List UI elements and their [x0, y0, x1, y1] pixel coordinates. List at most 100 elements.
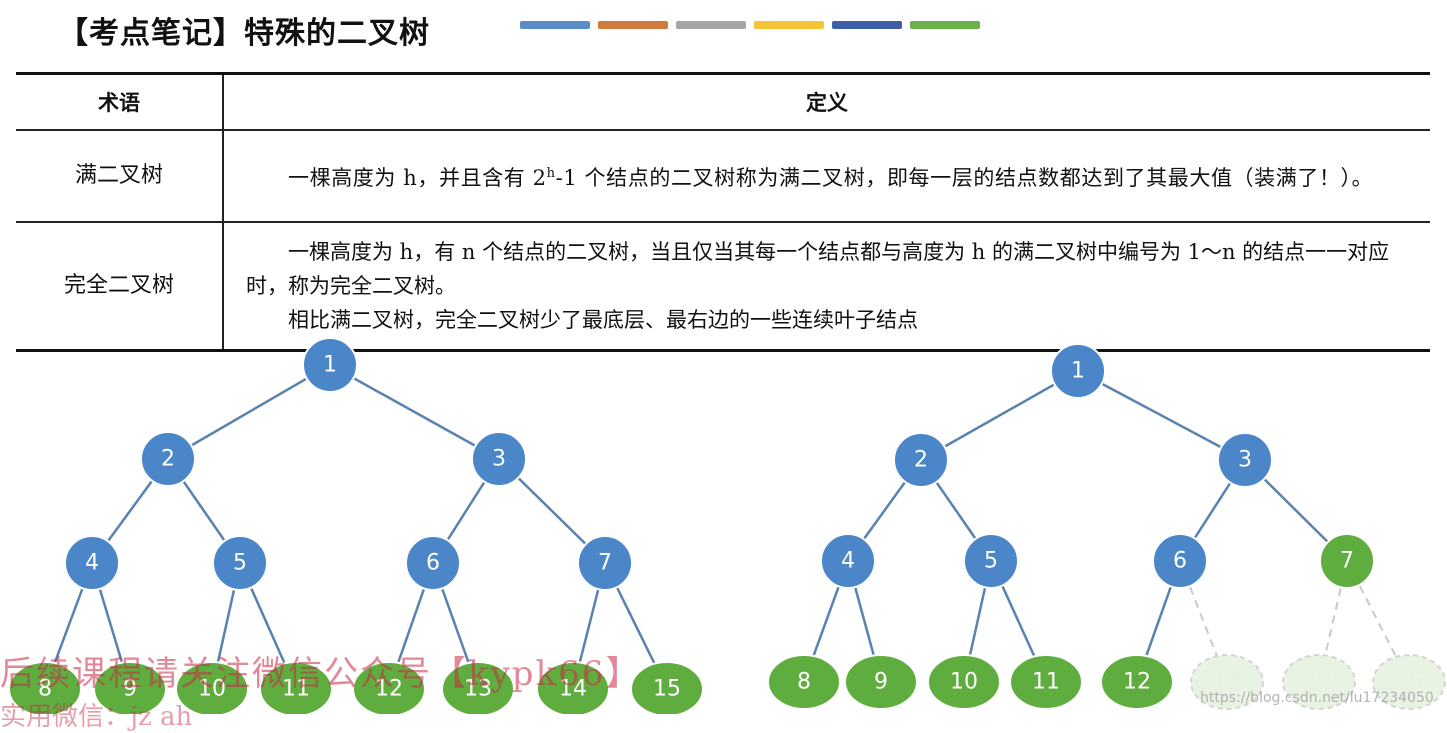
node-circle [175, 661, 249, 714]
full-tree-node-5: 5 [212, 535, 268, 591]
node-circle [1100, 654, 1174, 710]
table-row-complete-binary-tree: 完全二叉树 一棵高度为 h，有 n 个结点的二叉树，当且仅当其每一个结点都与高度… [16, 222, 1430, 352]
complete-tree-node-3: 3 [1217, 432, 1273, 488]
complete-tree-edge-1-3 [1077, 369, 1246, 462]
node-circle [1372, 654, 1446, 710]
node-label: 8 [797, 670, 811, 695]
complete-tree-node-2: 2 [893, 432, 949, 488]
full-tree-node-14: 14 [536, 661, 610, 714]
color-bar-4 [754, 21, 824, 29]
complete-tree-node-8: 8 [767, 654, 841, 710]
node-circle [212, 535, 268, 591]
definition-complete-binary-tree: 一棵高度为 h，有 n 个结点的二叉树，当且仅当其每一个结点都与高度为 h 的满… [223, 222, 1430, 352]
node-label: 11 [282, 677, 310, 702]
node-label: 7 [598, 551, 612, 576]
node-label: 13 [464, 677, 492, 702]
full-tree-node-4: 4 [64, 535, 120, 591]
node-label: 9 [123, 677, 137, 702]
node-label: 13 [1213, 670, 1241, 695]
node-label: 2 [161, 447, 175, 472]
node-circle [441, 661, 515, 714]
column-header-definition: 定义 [223, 73, 1430, 131]
node-circle [844, 654, 918, 710]
full-tree-node-12: 12 [352, 661, 426, 714]
color-bar-6 [910, 21, 980, 29]
node-circle [577, 535, 633, 591]
def-text-start: 一棵高度为 h，并且含有 2 [288, 166, 547, 190]
complete-tree-node-9: 9 [844, 654, 918, 710]
complete-tree-node-14: 14 [1282, 654, 1356, 710]
definition-table: 术语 定义 满二叉树 一棵高度为 h，并且含有 2h-1 个结点的二叉树称为满二… [16, 72, 1430, 352]
node-circle [1190, 654, 1264, 710]
node-label: 6 [1173, 549, 1187, 574]
complete-tree-node-13: 13 [1190, 654, 1264, 710]
node-circle [536, 661, 610, 714]
node-circle [1319, 533, 1375, 589]
node-label: 5 [233, 551, 247, 576]
table-row-full-binary-tree: 满二叉树 一棵高度为 h，并且含有 2h-1 个结点的二叉树称为满二叉树，即每一… [16, 130, 1430, 223]
full-tree-node-3: 3 [471, 431, 527, 487]
node-circle [927, 654, 1001, 710]
complete-tree-node-6: 6 [1152, 533, 1208, 589]
complete-tree-edge-1-2 [920, 369, 1079, 462]
color-bar-3 [676, 21, 746, 29]
node-label: 14 [559, 677, 587, 702]
watermark-text: 后续课程请关注微信公众号【kypk66】 [0, 654, 642, 694]
node-circle [352, 661, 426, 714]
full-tree-edge-1-3 [329, 363, 500, 461]
complete-tree-node-15: 15 [1372, 654, 1446, 710]
node-circle [630, 661, 704, 714]
node-label: 12 [1123, 670, 1151, 695]
node-circle [302, 337, 358, 393]
node-label: 6 [426, 551, 440, 576]
watermark-text-line2: 实用微信：jz ah [0, 702, 193, 732]
node-circle [64, 535, 120, 591]
full-tree-node-6: 6 [405, 535, 461, 591]
def-exponent: h [546, 166, 556, 181]
complete-tree-node-1: 1 [1050, 343, 1106, 399]
node-label: 11 [1032, 670, 1060, 695]
node-label: 4 [85, 551, 99, 576]
complete-tree-node-10: 10 [927, 654, 1001, 710]
node-label: 1 [1071, 359, 1085, 384]
node-label: 8 [38, 677, 52, 702]
def-text-end: -1 个结点的二叉树称为满二叉树，即每一层的结点数都达到了其最大值（装满了！）。 [555, 166, 1374, 190]
node-label: 3 [492, 447, 506, 472]
node-circle [767, 654, 841, 710]
node-label: 15 [653, 677, 681, 702]
node-circle [1152, 533, 1208, 589]
full-tree-node-8: 8 [8, 661, 82, 714]
node-circle [93, 661, 167, 714]
node-circle [963, 533, 1019, 589]
node-circle [820, 533, 876, 589]
node-label: 10 [950, 670, 978, 695]
node-label: 10 [198, 677, 226, 702]
color-bar-strip [520, 21, 980, 29]
complete-tree-node-12: 12 [1100, 654, 1174, 710]
node-label: 14 [1305, 670, 1333, 695]
definition-full-binary-tree: 一棵高度为 h，并且含有 2h-1 个结点的二叉树称为满二叉树，即每一层的结点数… [223, 130, 1430, 223]
node-label: 9 [874, 670, 888, 695]
source-credit: https://blog.csdn.net/lu17234050 [1200, 690, 1434, 706]
node-circle [259, 661, 333, 714]
term-full-binary-tree: 满二叉树 [16, 130, 224, 223]
node-circle [140, 431, 196, 487]
node-circle [1217, 432, 1273, 488]
table-header-row: 术语 定义 [16, 73, 1430, 131]
node-circle [8, 661, 82, 714]
full-tree-node-2: 2 [140, 431, 196, 487]
color-bar-2 [598, 21, 668, 29]
page-title: 【考点笔记】特殊的二叉树 [58, 16, 430, 51]
column-header-term: 术语 [16, 73, 224, 131]
full-tree-node-11: 11 [259, 661, 333, 714]
node-circle [405, 535, 461, 591]
complete-tree-node-5: 5 [963, 533, 1019, 589]
node-circle [1282, 654, 1356, 710]
node-label: 12 [375, 677, 403, 702]
full-tree-node-9: 9 [93, 661, 167, 714]
node-circle [1009, 654, 1083, 710]
node-label: 15 [1395, 670, 1423, 695]
color-bar-5 [832, 21, 902, 29]
node-label: 7 [1340, 549, 1354, 574]
